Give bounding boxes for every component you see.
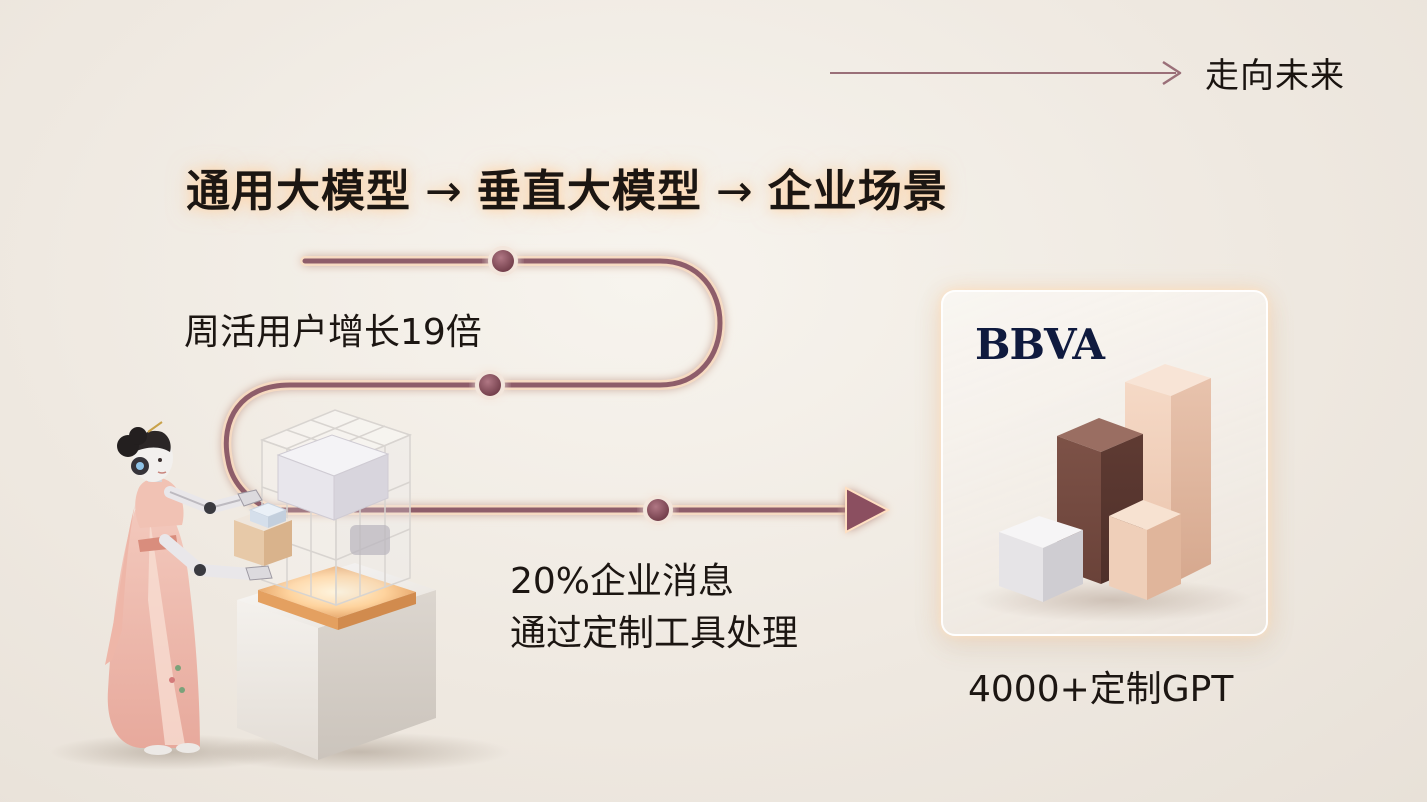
headline-step-general-model: 通用大模型: [186, 166, 411, 217]
flow-path-line: [221, 256, 855, 515]
custom-gpt-stat: 4000+定制GPT: [968, 669, 1234, 710]
triangle-arrowhead-icon: [845, 486, 891, 534]
future-label: 走向未来: [1205, 56, 1345, 96]
headline-arrow-icon: →: [425, 166, 463, 217]
robot-figure: [105, 421, 273, 755]
held-cube: [234, 502, 292, 566]
bar-small-peach: [1109, 500, 1181, 600]
messages-stat-line-1: 20%企业消息: [510, 561, 735, 602]
flow-node-messages: [643, 495, 673, 525]
weekly-users-stat: 周活用户增长19倍: [184, 312, 482, 353]
inner-blocks: [276, 434, 390, 555]
headline-arrow-icon: →: [715, 166, 754, 217]
bbva-logo: BBVA: [975, 320, 1105, 369]
enterprise-messages-stat: 20%企业消息 通过定制工具处理: [510, 556, 798, 660]
bbva-bar-illustration: [973, 364, 1253, 622]
messages-stat-line-2: 通过定制工具处理: [510, 613, 799, 654]
flow-node-vertical: [475, 370, 505, 400]
flow-node-users: [488, 246, 518, 276]
bbva-card: BBVA: [941, 290, 1268, 636]
bar-white-cube: [999, 516, 1083, 602]
model-evolution-headline: 通用大模型 → 垂直大模型 → 企业场景: [186, 155, 948, 219]
headline-step-enterprise-scenario: 企业场景: [767, 166, 948, 217]
headline-step-vertical-model: 垂直大模型: [476, 166, 702, 217]
glowing-base: [258, 566, 416, 630]
